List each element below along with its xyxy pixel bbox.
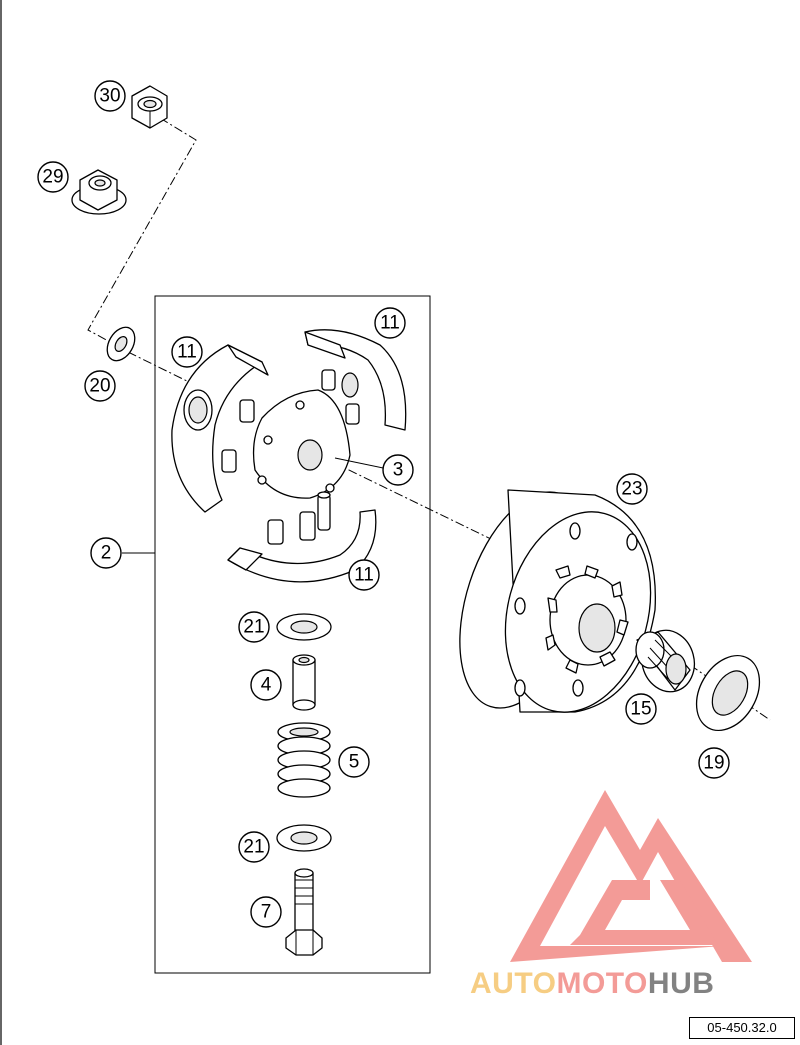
pinion-gear <box>545 565 629 674</box>
carrier-plate-part-3 <box>252 389 351 499</box>
watermark-moto: MOTO <box>556 967 647 1000</box>
callout-30: 30 <box>94 80 126 112</box>
callout-20: 20 <box>84 370 116 402</box>
watermark-text: AUTOMOTOHUB <box>470 967 714 1000</box>
diagram-code: 05-450.32.0 <box>689 1017 795 1039</box>
callout-20-label: 20 <box>89 376 110 397</box>
callout-11-upper: 11 <box>374 307 406 339</box>
callout-2: 2 <box>90 537 122 569</box>
washer-part-21-lower <box>276 824 332 852</box>
spring-part-5 <box>277 722 331 798</box>
callout-21-upper-label: 21 <box>243 617 264 638</box>
callout-21-lower-label: 21 <box>243 837 264 858</box>
callout-19-label: 19 <box>703 753 724 774</box>
callout-3: 3 <box>334 454 414 486</box>
callout-7: 7 <box>250 896 282 928</box>
callout-19: 19 <box>698 747 730 779</box>
clutch-assembly-box <box>154 295 431 974</box>
washer-part-21-upper <box>276 613 332 641</box>
bolt-part-7 <box>285 868 323 956</box>
callout-11-left-label: 11 <box>177 342 197 363</box>
callout-5: 5 <box>338 746 370 778</box>
callout-29: 29 <box>37 161 69 193</box>
callout-23: 23 <box>616 473 648 505</box>
callout-29-label: 29 <box>42 167 63 188</box>
clutch-shoe-lower-part-11 <box>227 491 377 583</box>
watermark-triangle-emblem <box>510 790 752 962</box>
callout-11-lower-label: 11 <box>354 565 374 586</box>
needle-bearing-part-15 <box>635 629 696 693</box>
callout-7-label: 7 <box>261 902 272 923</box>
flange-nut-part-29 <box>71 169 127 215</box>
callout-11-upper-label: 11 <box>380 313 400 334</box>
callout-3-label: 3 <box>393 460 404 481</box>
sleeve-part-4 <box>292 654 316 711</box>
callout-11-left: 11 <box>171 336 203 368</box>
callout-5-label: 5 <box>349 752 360 773</box>
callout-23-label: 23 <box>621 479 642 500</box>
callout-15-label: 15 <box>630 699 651 720</box>
watermark-logo: AUTOMOTOHUB <box>470 790 752 1000</box>
clutch-drum-part-23 <box>459 489 657 713</box>
callout-15: 15 <box>625 693 657 725</box>
callout-11-lower: 11 <box>348 559 380 591</box>
callout-21-upper: 21 <box>238 611 270 643</box>
callout-30-label: 30 <box>99 86 120 107</box>
callout-21-lower: 21 <box>238 831 270 863</box>
clutch-shoe-left-part-11 <box>171 344 269 513</box>
hex-nut-part-30 <box>131 85 168 129</box>
washer-part-20 <box>106 326 136 362</box>
callout-2-label: 2 <box>101 543 112 564</box>
clutch-shoe-upper-part-11 <box>304 329 407 431</box>
callout-4-label: 4 <box>261 675 272 696</box>
callout-4: 4 <box>250 669 282 701</box>
watermark-auto: AUTO <box>470 967 556 1000</box>
thrust-washer-part-19 <box>695 654 761 732</box>
watermark-hub: HUB <box>648 967 715 1000</box>
